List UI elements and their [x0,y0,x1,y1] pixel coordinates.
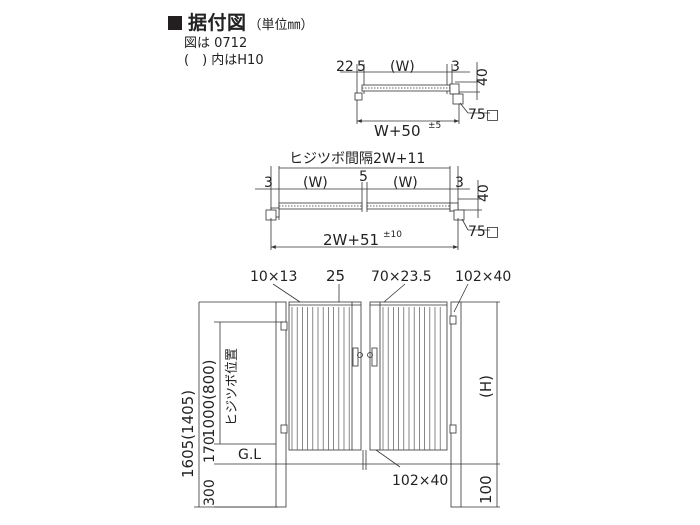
double-dim-w-left: (W) [303,175,328,191]
label-hinge-position: ヒジツボ位置 [225,348,240,426]
label-25: 25 [326,267,345,285]
diagram-header: 据付図 （単位㎜） 図は 0712 ( ) 内はH10 [168,8,314,69]
unit-label: （単位㎜） [248,18,314,33]
square-bullet-icon [168,16,182,30]
label-102x40-top: 102×40 [455,269,511,285]
single-post-size: 75□ [468,107,499,123]
note-model: 図は 0712 [184,36,248,51]
double-dim-w-right: (W) [393,175,418,191]
double-dim-40: 40 [476,184,492,202]
note-variant: ( ) 内はH10 [184,53,264,68]
single-dim-3: 3 [451,59,460,75]
double-dim-3-right: 3 [455,175,464,191]
label-102x40-bottom: 102×40 [392,473,448,489]
double-tolerance: ±10 [383,230,402,240]
label-170: 170 [202,436,218,463]
double-total: 2W+51 [323,231,379,249]
page-title: 据付図 [188,12,247,34]
label-ground-level: G.L [238,447,261,463]
single-total: W+50 [374,122,421,140]
gate-slats [291,307,441,450]
double-dim-3-left: 3 [264,175,273,191]
double-post-size: 75□ [468,224,499,240]
single-dim-40: 40 [475,68,491,86]
label-100: 100 [477,475,495,504]
label-height: (H) [477,375,495,398]
label-300: 300 [202,479,218,506]
label-70x23-5: 70×23.5 [371,269,432,285]
double-spacing: ヒジツボ間隔2W+11 [289,151,425,167]
single-tolerance: ±5 [428,121,441,131]
double-dim-5: 5 [359,169,368,185]
single-dim-22: 22 [336,59,354,75]
label-1605: 1605(1405) [179,390,197,478]
single-dim-5: 5 [357,59,366,75]
single-gate-plan [340,62,490,124]
single-dim-w: (W) [390,59,415,75]
double-gate-plan [255,166,490,250]
label-1000: 1000(800) [200,359,218,438]
label-10x13: 10×13 [250,269,297,285]
